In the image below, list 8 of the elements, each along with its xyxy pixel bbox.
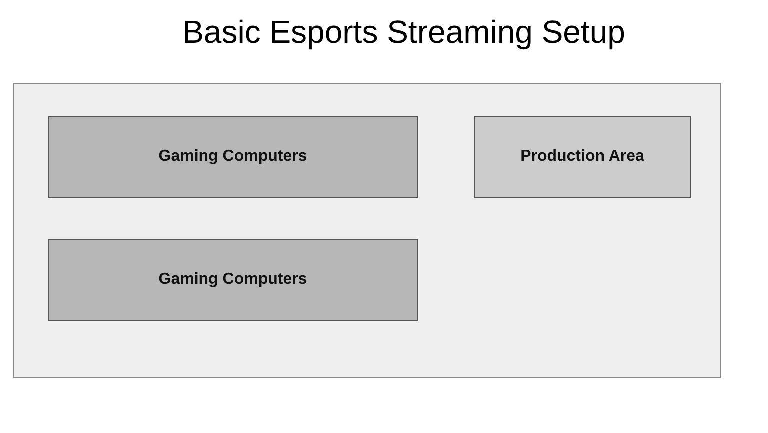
process-box: [474, 116, 691, 198]
box-label: Gaming Computers: [158, 271, 308, 289]
box-label: Gaming Computers: [158, 148, 308, 166]
process-box: [48, 239, 418, 321]
process-box: [48, 116, 418, 198]
diagram-title: Basic Esports Streaming Setup: [182, 14, 626, 51]
container-box: [13, 83, 721, 378]
box-label: Production Area: [520, 148, 644, 166]
